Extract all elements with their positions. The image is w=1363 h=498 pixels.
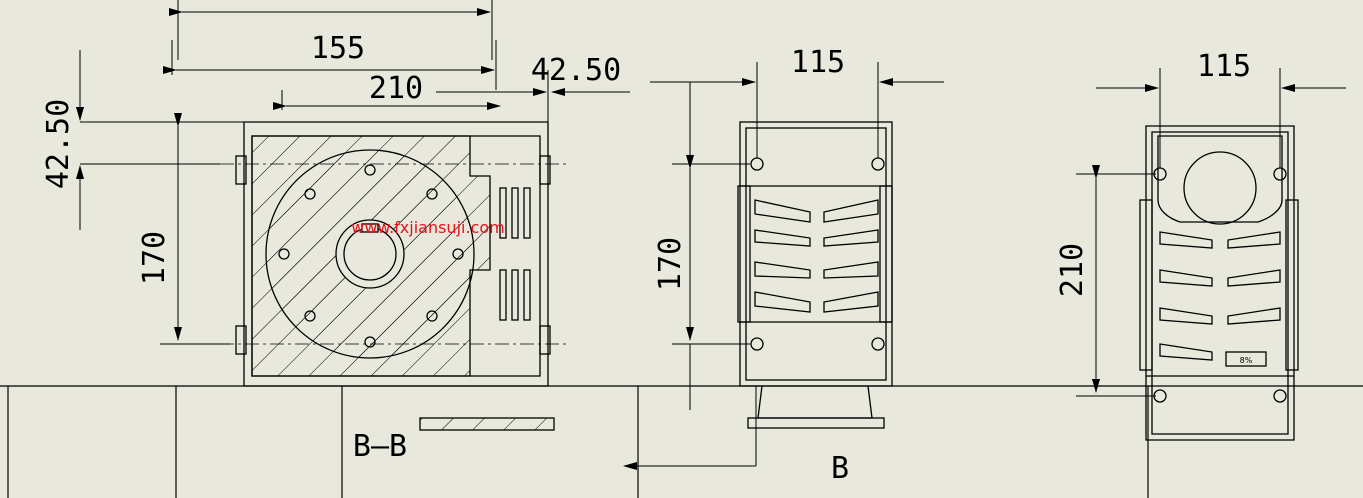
- title-block-table: [0, 385, 1363, 498]
- dim-42-50-top: 42.50: [531, 53, 621, 88]
- front-section-view: [220, 121, 570, 431]
- right-dimensions: [1076, 68, 1346, 397]
- dim-210-right: 210: [1055, 243, 1090, 297]
- dim-115-right: 115: [1197, 49, 1251, 84]
- watermark-text: www.fxjiansuji.com: [351, 218, 504, 237]
- dim-115-side: 115: [791, 45, 845, 80]
- cooling-fins-front: [499, 187, 531, 321]
- side-fins: [754, 199, 879, 313]
- badge-text: 8%: [1240, 356, 1253, 365]
- flange-bolt-holes: [278, 164, 464, 348]
- dim-42-50-left: 42.50: [41, 99, 76, 189]
- right-view: [1139, 125, 1299, 441]
- dim-170-side: 170: [653, 237, 688, 291]
- section-label-bb: B—B: [353, 429, 407, 464]
- dim-170-front: 170: [137, 231, 172, 285]
- front-dimensions: [76, 0, 630, 345]
- view-label-b: B: [831, 451, 849, 486]
- right-fins: [1159, 231, 1281, 361]
- dim-155: 155: [311, 31, 365, 66]
- side-dimensions: [623, 62, 944, 470]
- dim-210-horizontal: 210: [369, 71, 423, 106]
- side-view: [737, 121, 893, 429]
